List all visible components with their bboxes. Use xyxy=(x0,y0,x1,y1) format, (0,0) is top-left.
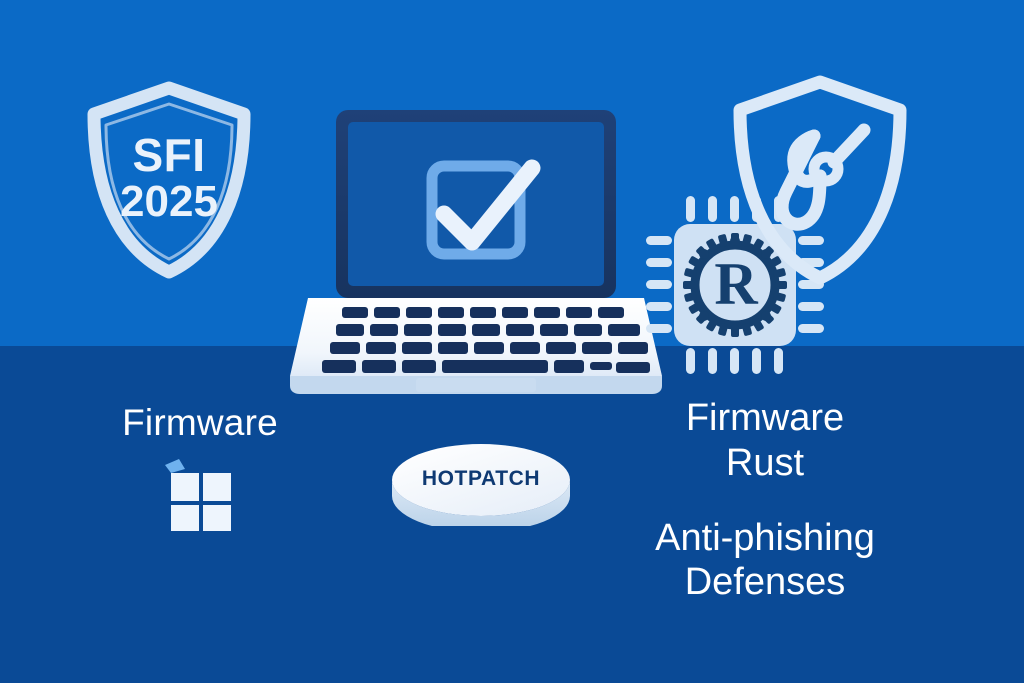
checkbox-checked-icon xyxy=(426,159,541,260)
windows-logo-icon xyxy=(165,459,231,531)
right-label-antiphishing: Anti-phishing xyxy=(655,516,875,559)
shield-hook-icon xyxy=(733,75,907,285)
rust-logo-chip-icon: R xyxy=(646,196,824,374)
laptop-icon xyxy=(290,110,662,394)
right-label-block: Firmware Rust Anti-phishing Defenses xyxy=(600,396,930,605)
right-label-group1: Firmware Rust xyxy=(600,396,930,486)
right-label-defenses: Defenses xyxy=(684,561,846,604)
shield-icon xyxy=(87,81,251,279)
left-label-firmware: Firmware xyxy=(122,402,278,443)
right-label-firmware: Firmware xyxy=(685,397,845,439)
rust-letter: R xyxy=(714,251,758,317)
keyboard xyxy=(322,307,650,373)
pill-icon xyxy=(392,444,570,526)
right-label-rust: Rust xyxy=(725,441,805,484)
trackpad xyxy=(416,378,536,392)
right-label-group2: Anti-phishing Defenses xyxy=(600,516,930,606)
